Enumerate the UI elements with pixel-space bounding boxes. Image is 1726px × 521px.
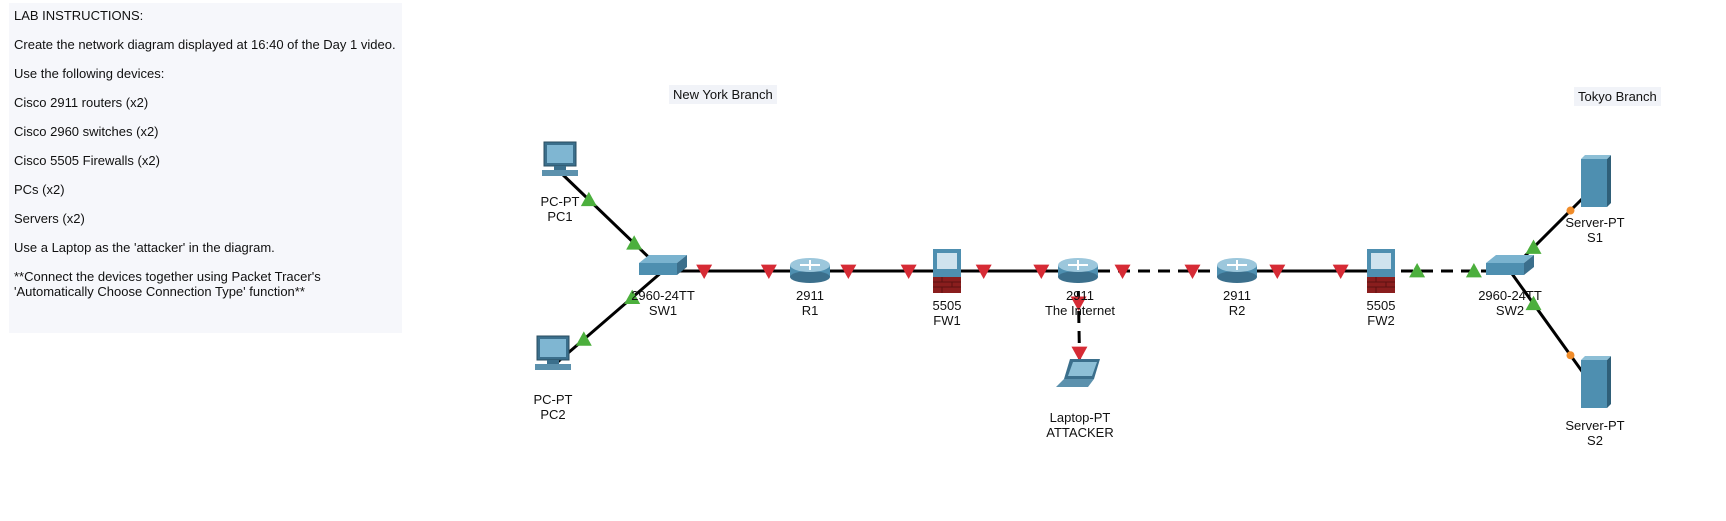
instructions-title: LAB INSTRUCTIONS: bbox=[14, 8, 144, 23]
device-name: SW1 bbox=[648, 303, 678, 318]
link-status-up-marker bbox=[1525, 295, 1542, 311]
branch-label-new-york: New York Branch bbox=[669, 85, 777, 104]
instruction-line: **Connect the devices together using Pac… bbox=[14, 269, 321, 299]
link-status-down-marker bbox=[900, 264, 917, 279]
link-internet-r2 bbox=[1078, 264, 1237, 279]
link-status-up-marker bbox=[624, 289, 641, 304]
firewall-icon[interactable] bbox=[933, 249, 961, 293]
link-pc2-sw1 bbox=[552, 269, 664, 368]
lab-instructions-panel: LAB INSTRUCTIONS: Create the network dia… bbox=[9, 3, 402, 333]
device-name: R1 bbox=[801, 303, 819, 318]
instruction-line: Cisco 5505 Firewalls (x2) bbox=[14, 153, 160, 168]
switch-icon[interactable] bbox=[639, 255, 687, 275]
device-name: PC2 bbox=[540, 407, 566, 422]
device-name: S2 bbox=[1587, 433, 1603, 448]
instruction-line: PCs (x2) bbox=[14, 182, 65, 197]
link-internet-attacker bbox=[1070, 270, 1088, 386]
link-status-pending-marker bbox=[1566, 206, 1575, 215]
link-status-down-marker bbox=[696, 264, 713, 279]
link-status-pending-marker bbox=[1566, 351, 1575, 360]
instruction-line: Use the following devices: bbox=[14, 66, 165, 81]
device-model: Server-PT bbox=[1565, 215, 1625, 230]
laptop-icon[interactable] bbox=[1056, 359, 1100, 387]
router-icon[interactable] bbox=[1217, 258, 1257, 283]
device-model: 2911 bbox=[1223, 288, 1251, 303]
server-icon[interactable] bbox=[1581, 155, 1611, 207]
link-status-up-marker bbox=[1525, 239, 1542, 254]
device-name: SW2 bbox=[1495, 303, 1525, 318]
link-sw2-s2 bbox=[1508, 270, 1596, 389]
device-name: FW2 bbox=[1367, 313, 1395, 328]
link-status-down-marker bbox=[1114, 264, 1131, 279]
link-status-down-marker bbox=[1184, 264, 1201, 279]
device-model: 5505 bbox=[932, 298, 962, 313]
instruction-line: Cisco 2911 routers (x2) bbox=[14, 95, 149, 110]
link-status-up-marker bbox=[580, 191, 597, 207]
link-status-down-marker bbox=[1033, 264, 1050, 279]
device-name: S1 bbox=[1587, 230, 1603, 245]
instruction-line: Cisco 2960 switches (x2) bbox=[14, 124, 159, 139]
link-status-up-marker bbox=[1409, 263, 1426, 278]
link-status-down-marker bbox=[840, 264, 857, 279]
firewall-icon[interactable] bbox=[1367, 249, 1395, 293]
server-icon[interactable] bbox=[1581, 356, 1611, 408]
device-model: Server-PT bbox=[1565, 418, 1625, 433]
link-sw1-r1 bbox=[663, 264, 810, 279]
device-name: The Internet bbox=[1044, 303, 1116, 318]
instruction-line: Create the network diagram displayed at … bbox=[14, 37, 396, 52]
instruction-line: Servers (x2) bbox=[14, 211, 85, 226]
device-model: 2960-24TT bbox=[1478, 288, 1542, 303]
link-status-down-marker bbox=[1070, 296, 1087, 311]
link-status-down-marker bbox=[975, 264, 992, 279]
link-fw1-internet bbox=[947, 264, 1078, 279]
link-status-up-marker bbox=[575, 331, 592, 346]
device-model: 5505 bbox=[1366, 298, 1396, 313]
device-name: ATTACKER bbox=[1046, 425, 1114, 440]
router-icon[interactable] bbox=[1058, 258, 1098, 283]
switch-icon[interactable] bbox=[1486, 255, 1534, 275]
branch-label-tokyo: Tokyo Branch bbox=[1574, 87, 1661, 106]
link-status-down-marker bbox=[1071, 346, 1088, 362]
device-model: 2960-24TT bbox=[631, 288, 695, 303]
link-status-up-marker bbox=[1465, 263, 1482, 278]
device-model: PC-PT bbox=[540, 194, 580, 209]
link-r2-fw2 bbox=[1237, 264, 1381, 279]
link-r1-fw1 bbox=[810, 264, 947, 279]
link-pc1-sw1 bbox=[558, 170, 665, 273]
link-status-down-marker bbox=[1269, 264, 1286, 279]
device-model: Laptop-PT bbox=[1049, 410, 1111, 425]
link-status-down-marker bbox=[760, 264, 777, 279]
device-name: FW1 bbox=[933, 313, 961, 328]
pc-icon[interactable] bbox=[542, 141, 578, 176]
device-model: 2911 bbox=[1066, 288, 1094, 303]
link-status-down-marker bbox=[1332, 264, 1349, 279]
instruction-line: Use a Laptop as the 'attacker' in the di… bbox=[14, 240, 275, 255]
pc-icon[interactable] bbox=[535, 335, 571, 370]
device-name: R2 bbox=[1228, 303, 1246, 318]
device-model: PC-PT bbox=[533, 392, 573, 407]
link-status-up-marker bbox=[626, 235, 643, 250]
router-icon[interactable] bbox=[790, 258, 830, 283]
device-name: PC1 bbox=[547, 209, 573, 224]
device-model: 2911 bbox=[796, 288, 824, 303]
